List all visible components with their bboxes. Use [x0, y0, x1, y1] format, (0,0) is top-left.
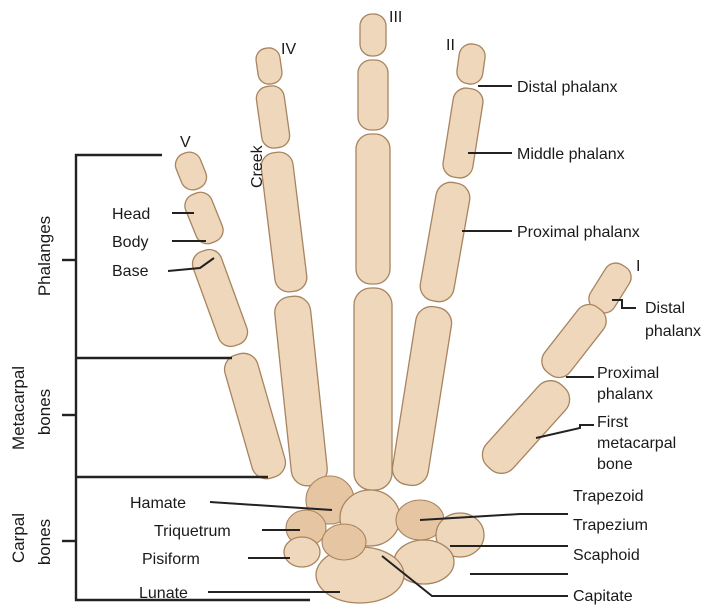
- lunate-label: Lunate: [139, 585, 188, 602]
- carpal-group-label-2: bones: [35, 519, 54, 565]
- body-label: Body: [112, 234, 148, 251]
- finger-iii-bones: [354, 14, 392, 490]
- thumb-proximal-label-2: phalanx: [597, 386, 653, 403]
- digit-v-label: V: [180, 134, 191, 151]
- group-labels: Phalanges Metacarpal bones Carpal bones: [9, 216, 54, 565]
- digit-i-label: I: [636, 258, 640, 275]
- capitate-label: Capitate: [573, 588, 633, 605]
- proximal-phalanx-label: Proximal phalanx: [517, 224, 640, 241]
- triquetrum-label: Triquetrum: [154, 523, 231, 540]
- digit-iv-label: IV: [281, 41, 296, 58]
- first-metacarpal-label-1: First: [597, 414, 629, 431]
- metacarpal-group-label-1: Metacarpal: [9, 366, 28, 450]
- middle-phalanx-label: Middle phalanx: [517, 146, 625, 163]
- digit-iii-label: III: [389, 9, 402, 26]
- thumb-distal-label-1: Distal: [645, 300, 685, 317]
- head-label: Head: [112, 206, 150, 223]
- thumb-proximal-label-1: Proximal: [597, 365, 659, 382]
- hamate-label: Hamate: [130, 495, 186, 512]
- pisiform-label: Pisiform: [142, 551, 200, 568]
- phalanges-group-label: Phalanges: [35, 216, 54, 296]
- trapezoid-label: Trapezoid: [573, 488, 644, 505]
- first-metacarpal-label-2: metacarpal: [597, 435, 676, 452]
- trapezium-label: Trapezium: [573, 517, 648, 534]
- first-metacarpal-label-3: bone: [597, 456, 633, 473]
- finger-ii-bones: [390, 42, 487, 487]
- metacarpal-group-label-2: bones: [35, 389, 54, 435]
- scaphoid-label: Scaphoid: [573, 547, 640, 564]
- creek-annotation: Creek: [249, 144, 266, 188]
- carpal-bones: [284, 476, 484, 603]
- carpal-group-label-1: Carpal: [9, 513, 28, 563]
- digit-ii-label: II: [446, 37, 455, 54]
- distal-phalanx-label: Distal phalanx: [517, 79, 618, 96]
- base-label: Base: [112, 263, 149, 280]
- thumb-distal-label-2: phalanx: [645, 323, 701, 340]
- right-labels: Distal phalanx Middle phalanx Proximal p…: [517, 79, 701, 605]
